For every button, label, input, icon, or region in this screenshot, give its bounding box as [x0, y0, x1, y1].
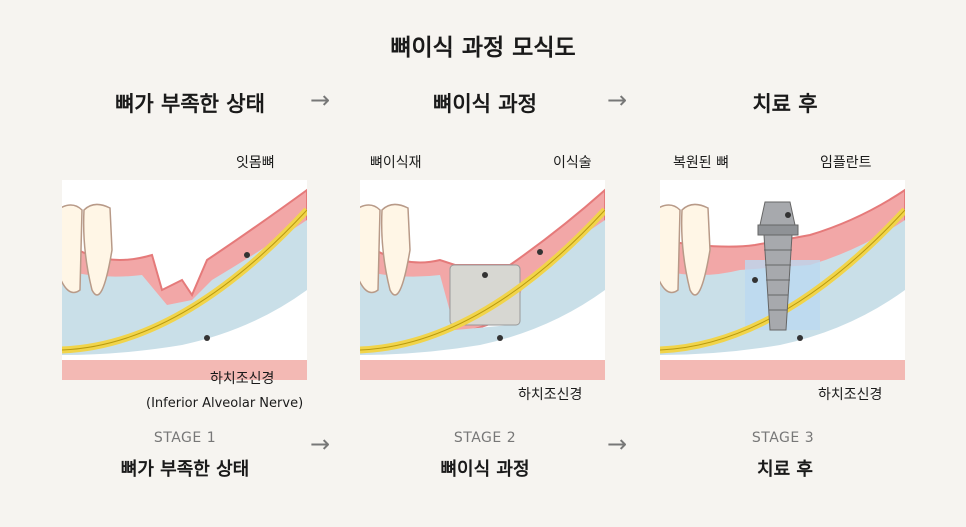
arrow-1: →: [310, 86, 331, 114]
footer-arrow-1: →: [310, 430, 331, 458]
label-alveolar-bone: 잇몸뼈: [236, 155, 275, 171]
heading-stage-1: 뼈가 부족한 상태: [115, 92, 265, 116]
arrow-2: →: [607, 86, 628, 114]
label-restored-bone: 복원된 뼈: [673, 155, 729, 171]
panel-bone-graft: [360, 180, 605, 380]
stage-2-title: 뼈이식 과정: [440, 459, 530, 480]
stage-2-label: STAGE 2: [453, 430, 517, 446]
label-nerve-en: (Inferior Alveolar Nerve): [146, 396, 304, 411]
label-nerve-2: 하치조신경: [518, 387, 583, 403]
stage-3-label: STAGE 3: [751, 430, 815, 446]
label-nerve-1: 하치조신경: [210, 371, 275, 387]
diagram-title: 뼈이식 과정 모식도: [390, 35, 576, 61]
label-implant: 임플란트: [820, 155, 872, 171]
label-nerve-3: 하치조신경: [818, 387, 883, 403]
footer-arrow-2: →: [607, 430, 628, 458]
panel-after-treatment: [660, 180, 905, 380]
heading-stage-3: 치료 후: [752, 92, 818, 116]
label-graft-surgery: 이식술: [553, 155, 592, 171]
stage-1-label: STAGE 1: [153, 430, 217, 446]
panel-bone-deficient: [62, 180, 307, 380]
stage-3-title: 치료 후: [757, 459, 813, 480]
heading-stage-2: 뼈이식 과정: [433, 92, 537, 116]
stage-1-title: 뼈가 부족한 상태: [120, 459, 250, 480]
label-graft-material: 뼈이식재: [370, 155, 422, 171]
